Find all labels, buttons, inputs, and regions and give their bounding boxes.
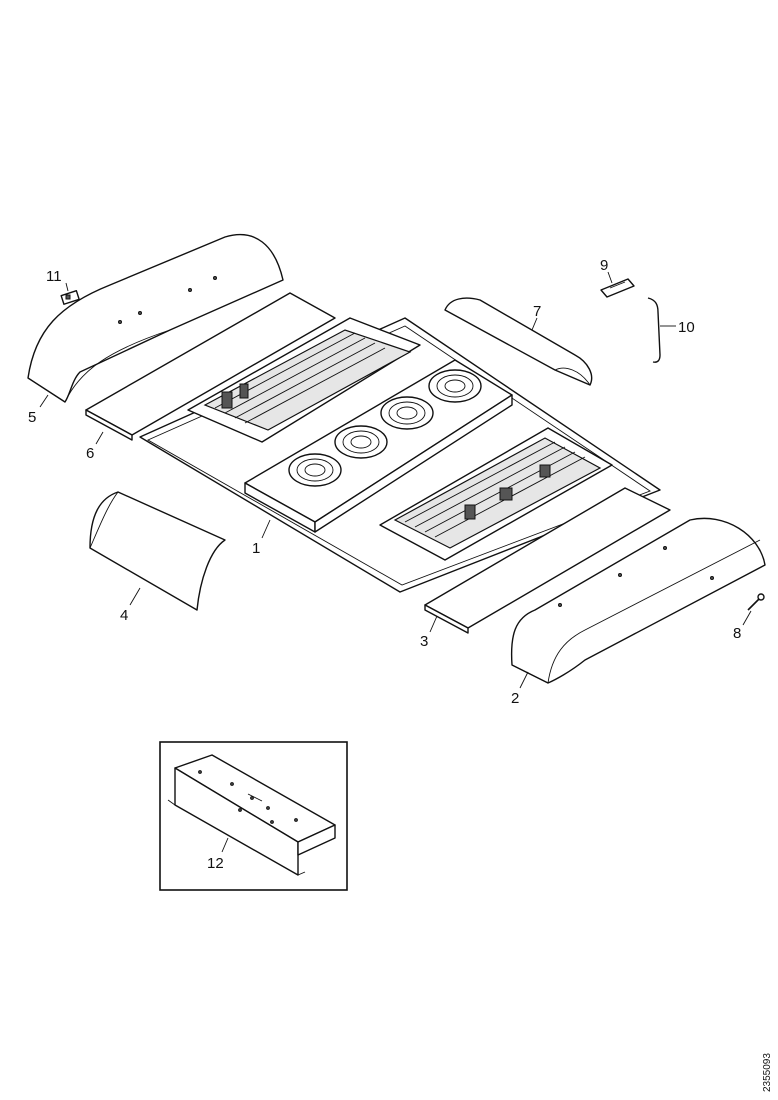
right-element-assembly bbox=[379, 427, 613, 561]
callout-8: 8 bbox=[733, 625, 741, 642]
part-8-screw bbox=[747, 593, 765, 611]
callout-7: 7 bbox=[533, 303, 541, 320]
part-9-bracket bbox=[600, 278, 635, 298]
callout-4: 4 bbox=[120, 607, 128, 624]
fan-grille-3 bbox=[380, 396, 434, 430]
inset-frame bbox=[159, 741, 348, 891]
part-3-right-filter-panel bbox=[424, 487, 671, 634]
fan-grille-4 bbox=[428, 369, 482, 403]
callout-labels: 1 2 3 4 5 6 7 8 9 10 11 12 bbox=[28, 257, 741, 872]
document-id: 2355093 bbox=[762, 1053, 773, 1092]
callout-12: 12 bbox=[207, 855, 224, 872]
fan-module bbox=[244, 359, 513, 533]
leader-lines bbox=[39, 271, 752, 853]
part-6-left-filter-panel bbox=[85, 292, 336, 441]
callout-10: 10 bbox=[678, 319, 695, 336]
callout-5: 5 bbox=[28, 409, 36, 426]
fan-grille-1 bbox=[288, 453, 342, 487]
callout-9: 9 bbox=[600, 257, 608, 274]
callout-2: 2 bbox=[511, 690, 519, 707]
part-7-right-top-panel bbox=[444, 297, 593, 386]
part-11-clip bbox=[60, 290, 80, 305]
callout-11: 11 bbox=[46, 268, 62, 285]
fan-grille-2 bbox=[334, 425, 388, 459]
callout-6: 6 bbox=[86, 445, 94, 462]
part-4-front-curved-panel bbox=[89, 491, 226, 611]
left-element-assembly bbox=[187, 317, 421, 443]
part-12-channel-bracket bbox=[167, 754, 336, 876]
callout-3: 3 bbox=[420, 633, 428, 650]
part-2-right-hood-cover bbox=[510, 517, 766, 684]
part-5-left-hood-cover bbox=[27, 233, 284, 403]
callout-1: 1 bbox=[252, 540, 260, 557]
inset-part-12 bbox=[159, 741, 348, 891]
part-10-rod bbox=[647, 297, 661, 363]
